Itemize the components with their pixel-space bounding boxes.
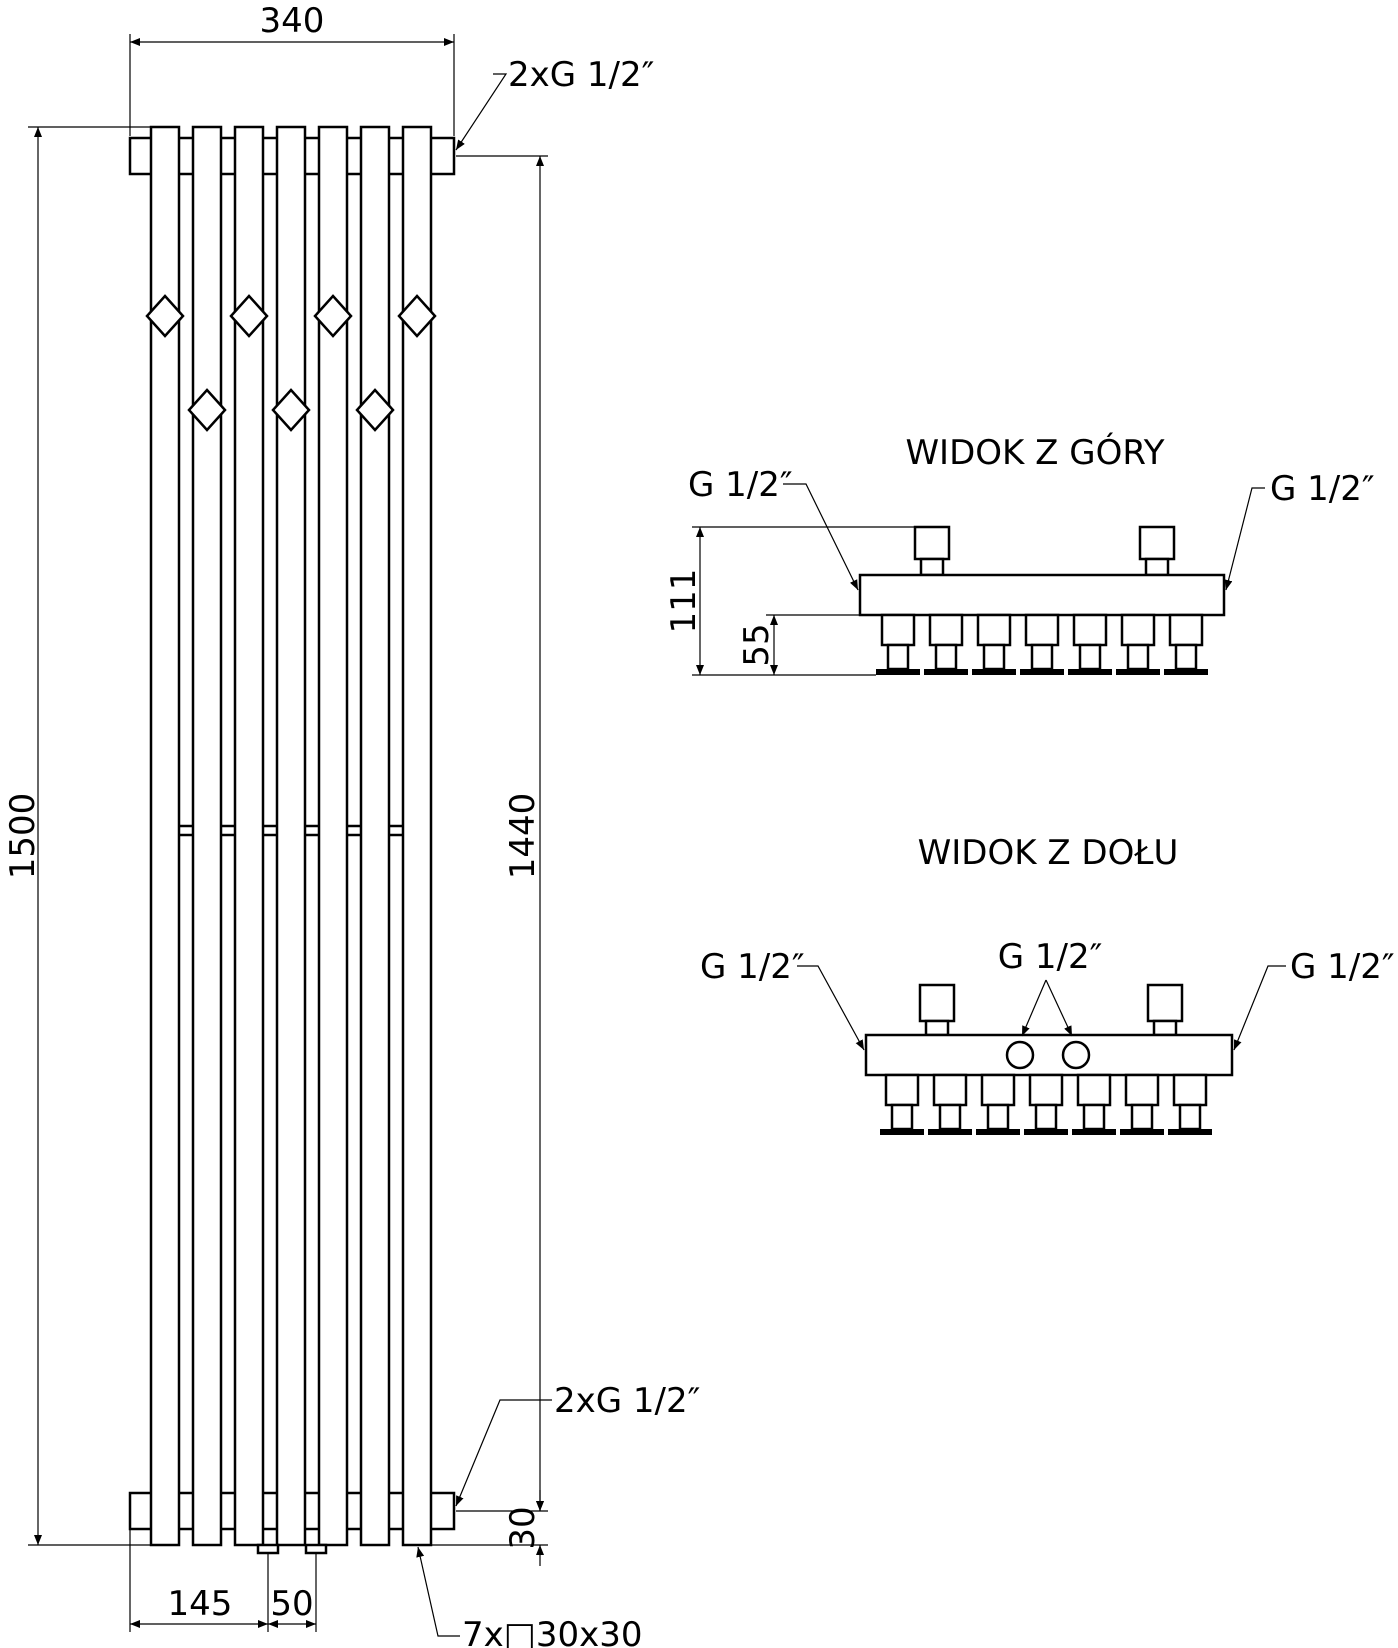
top-view-valve-left [913,525,951,561]
bottom-view-valve-left [918,983,956,1023]
bottom-view-title: WIDOK Z DOŁU [918,833,1179,873]
diamond-decorations [145,294,437,432]
bottom-view: WIDOK Z DOŁU G 1/2″ G 1/2″ G 1/2″ [700,833,1395,1135]
dim-total-height-label: 1500 [3,793,43,880]
leader-top-connection: 2xG 1/2″ [455,55,654,151]
dim-bottom-offset: 30 [432,1490,548,1566]
bottom-stub-2 [304,1543,328,1555]
bottom-view-leader-right [1233,965,1286,1051]
top-view-leader-right [1224,487,1265,591]
bottom-view-leader-left [797,965,865,1051]
diamond-4 [397,294,437,338]
top-view-title: WIDOK Z GÓRY [905,432,1164,473]
top-view-tubes [876,613,1208,675]
diamond-3 [313,294,353,338]
dim-total-width: 340 [129,1,455,136]
bottom-view-label-left: G 1/2″ [700,947,805,987]
top-view: WIDOK Z GÓRY 111 55 G 1/2″ G [664,432,1375,676]
bottom-view-label-center: G 1/2″ [998,937,1103,977]
top-view-dim-offset: 55 [737,623,777,666]
profiles [149,125,433,1547]
diamond-1 [145,294,185,338]
profile-2 [191,125,223,1547]
dim-pitch: 1440 [456,155,548,1512]
dim-side-offset-label: 145 [168,1584,233,1624]
profile-6 [359,125,391,1547]
diamond-2 [229,294,269,338]
mid-joint [179,824,403,837]
bottom-view-leader-center-a [1021,979,1047,1037]
leader-profiles: 7x□30x30 [416,1546,643,1648]
top-view-dim-depth: 111 [664,569,704,634]
dim-bottom-offset-label: 30 [503,1506,543,1549]
profile-4 [275,125,307,1547]
top-view-label-right: G 1/2″ [1270,469,1375,509]
bottom-view-label-right: G 1/2″ [1290,947,1395,987]
bottom-view-valve-right [1146,983,1184,1023]
dim-total-width-label: 340 [260,1,325,41]
profiles-label: 7x□30x30 [462,1615,643,1648]
top-connection-label: 2xG 1/2″ [508,55,654,95]
profile-5 [317,125,349,1547]
top-view-header [858,573,1226,617]
dim-side-spacing: 145 50 [129,1530,317,1632]
top-view-valve-right [1138,525,1176,561]
profile-7 [401,125,433,1547]
bottom-view-tubes [880,1073,1212,1135]
bottom-view-port-right [1061,1040,1091,1070]
diamond-5 [187,388,227,432]
bottom-stub-1 [256,1543,280,1555]
bottom-view-port-left [1005,1040,1035,1070]
bottom-connection-label: 2xG 1/2″ [554,1381,700,1421]
profile-1 [149,125,181,1547]
top-view-leader-left [783,483,859,591]
dim-total-height: 1500 [3,126,150,1546]
top-view-label-left: G 1/2″ [688,465,793,505]
front-view: 340 1500 1440 30 [3,1,700,1648]
dim-spacing-label: 50 [270,1584,313,1624]
dim-pitch-label: 1440 [503,793,543,880]
bottom-view-header [864,1033,1234,1077]
diamond-7 [355,388,395,432]
bottom-view-leader-center-b [1045,979,1073,1037]
profile-3 [233,125,265,1547]
diamond-6 [271,388,311,432]
leader-bottom-connection: 2xG 1/2″ [455,1381,700,1507]
